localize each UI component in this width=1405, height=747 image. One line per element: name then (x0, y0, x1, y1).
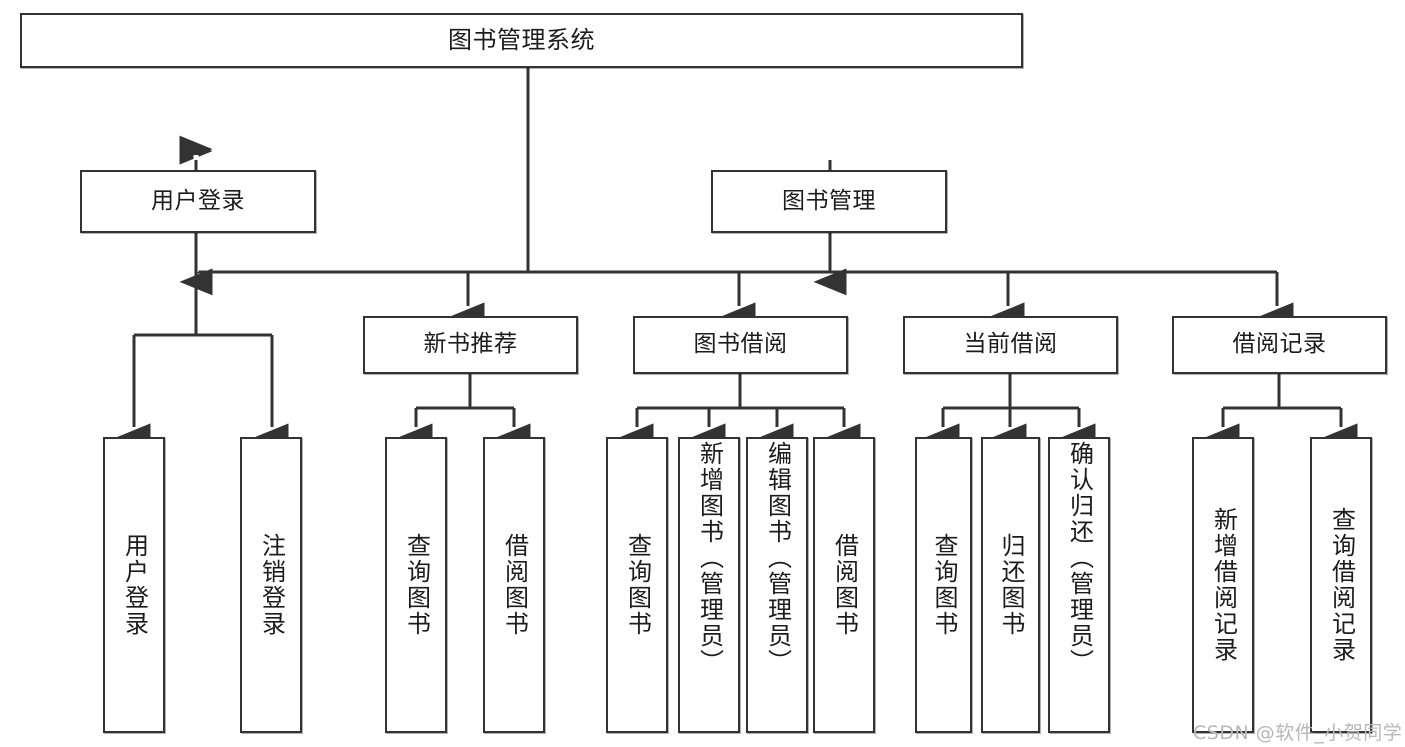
node-leaf-add-book-label: 新增图书（管理员） (695, 441, 724, 675)
node-new-book-recommend[interactable]: 新书推荐 (363, 316, 578, 374)
node-leaf-edit-book[interactable]: 编辑图书（管理员） (746, 437, 808, 733)
node-current-borrow-label: 当前借阅 (963, 331, 1058, 358)
node-book-borrow-label: 图书借阅 (693, 331, 788, 358)
node-leaf-query-record[interactable]: 查询借阅记录 (1310, 437, 1372, 733)
node-root-label: 图书管理系统 (448, 26, 595, 55)
node-leaf-query-book-1[interactable]: 查询图书 (385, 437, 447, 733)
node-leaf-borrow-book-1-label: 借阅图书 (500, 533, 529, 637)
node-leaf-logout[interactable]: 注销登录 (240, 437, 302, 733)
node-leaf-borrow-book-1[interactable]: 借阅图书 (483, 437, 545, 733)
node-leaf-add-book[interactable]: 新增图书（管理员） (678, 437, 740, 733)
node-leaf-query-record-label: 查询借阅记录 (1327, 507, 1356, 663)
node-borrow-record-label: 借阅记录 (1232, 331, 1327, 358)
node-leaf-confirm-return[interactable]: 确认归还（管理员） (1048, 437, 1110, 733)
node-current-borrow[interactable]: 当前借阅 (903, 316, 1118, 374)
node-user-login-label: 用户登录 (151, 187, 245, 214)
node-book-borrow[interactable]: 图书借阅 (633, 316, 848, 374)
node-borrow-record[interactable]: 借阅记录 (1172, 316, 1387, 374)
node-new-book-recommend-label: 新书推荐 (423, 331, 518, 358)
node-leaf-query-book-3[interactable]: 查询图书 (915, 437, 972, 733)
node-leaf-edit-book-label: 编辑图书（管理员） (763, 441, 792, 675)
node-book-manage[interactable]: 图书管理 (711, 170, 947, 233)
node-leaf-add-record-label: 新增借阅记录 (1209, 507, 1238, 663)
node-leaf-query-book-1-label: 查询图书 (402, 533, 431, 637)
node-leaf-confirm-return-label: 确认归还（管理员） (1065, 441, 1094, 675)
node-leaf-return-book-label: 归还图书 (996, 533, 1025, 637)
node-user-login[interactable]: 用户登录 (80, 170, 316, 233)
node-leaf-logout-label: 注销登录 (257, 533, 286, 637)
node-leaf-user-login-label: 用户登录 (120, 533, 149, 637)
node-leaf-user-login[interactable]: 用户登录 (103, 437, 165, 733)
node-root[interactable]: 图书管理系统 (20, 13, 1023, 68)
node-leaf-add-record[interactable]: 新增借阅记录 (1192, 437, 1254, 733)
node-leaf-query-book-2-label: 查询图书 (623, 533, 652, 637)
node-leaf-return-book[interactable]: 归还图书 (981, 437, 1040, 733)
node-leaf-query-book-3-label: 查询图书 (929, 533, 958, 637)
node-leaf-query-book-2[interactable]: 查询图书 (606, 437, 668, 733)
node-book-manage-label: 图书管理 (782, 187, 876, 214)
node-leaf-borrow-book-2[interactable]: 借阅图书 (813, 437, 875, 733)
node-leaf-borrow-book-2-label: 借阅图书 (830, 533, 859, 637)
